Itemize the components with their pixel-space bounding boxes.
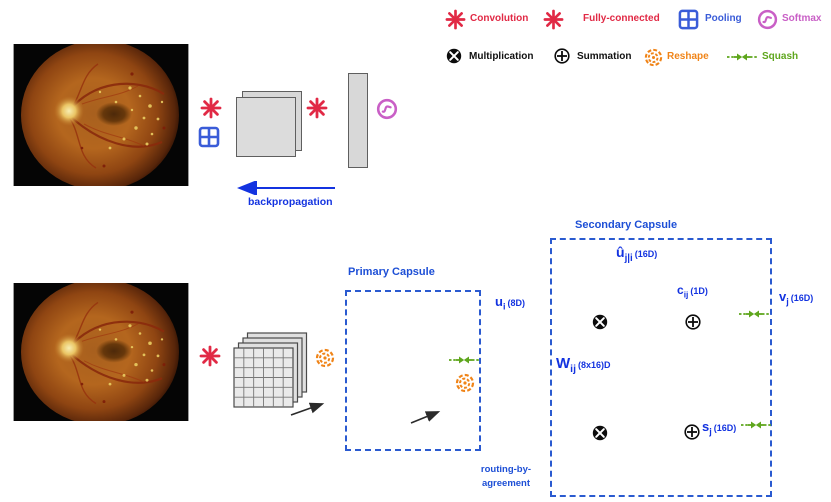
output-vector-label: vj(16D) (779, 289, 814, 307)
pooling-icon (678, 9, 699, 30)
u-hat-prediction-label: ûj|i(16D) (616, 244, 658, 264)
u-vector-label: ui(8D) (495, 294, 525, 312)
coupling-coefficient-label: cij(1D) (677, 283, 708, 300)
convolution-asterisk-icon (306, 97, 328, 119)
convolution-asterisk-icon (200, 97, 222, 119)
summation-icon (684, 424, 700, 440)
convolution-asterisk-icon (199, 345, 221, 367)
fully-connected-layer-bar (348, 73, 368, 168)
multiplication-icon (446, 48, 462, 64)
softmax-icon (376, 98, 398, 120)
fully-connected-asterisk-icon (543, 9, 564, 30)
squash-icon (739, 310, 769, 318)
summation-icon (685, 314, 701, 330)
legend-softmax-label: Softmax (782, 13, 822, 24)
legend-pooling-label: Pooling (705, 13, 742, 24)
secondary-capsule-box (550, 238, 772, 497)
legend-multiplication-label: Multiplication (469, 51, 534, 62)
multiplication-icon (592, 425, 608, 441)
fundus-image-capsnet (12, 283, 190, 421)
fundus-image-cnn (12, 44, 190, 186)
legend-summation-label: Summation (577, 51, 632, 62)
routing-by-agreement-label: routing-by- agreement (480, 464, 532, 489)
secondary-capsule-title: Secondary Capsule (575, 219, 678, 231)
reshape-icon (644, 48, 663, 67)
backpropagation-arrow (237, 181, 335, 195)
multiplication-icon (592, 314, 608, 330)
convolution-asterisk-icon (445, 9, 466, 30)
weighted-sum-label: sj(16D) (702, 419, 737, 437)
primary-capsule-title: Primary Capsule (348, 266, 435, 278)
squash-icon (727, 53, 757, 61)
squash-icon (449, 356, 479, 364)
legend-squash-label: Squash (762, 51, 799, 62)
legend-fully-connected-label: Fully-connected (583, 13, 660, 24)
legend-reshape-label: Reshape (667, 51, 709, 62)
capsnet-feature-map-stack (233, 332, 308, 408)
reshape-icon (315, 348, 335, 368)
backpropagation-label: backpropagation (248, 196, 333, 208)
pooling-icon (198, 126, 220, 148)
softmax-icon (757, 9, 778, 30)
primary-capsule-flow-arrow (410, 411, 441, 424)
weight-matrix-label: Wij(8x16)D (556, 355, 611, 375)
squash-icon (741, 421, 771, 429)
legend-convolution-label: Convolution (470, 13, 529, 24)
summation-icon (554, 48, 570, 64)
reshape-icon (455, 373, 475, 393)
primary-capsule-box (345, 290, 481, 451)
reshape-flow-arrow (290, 402, 325, 416)
cnn-feature-map-front (236, 97, 296, 157)
